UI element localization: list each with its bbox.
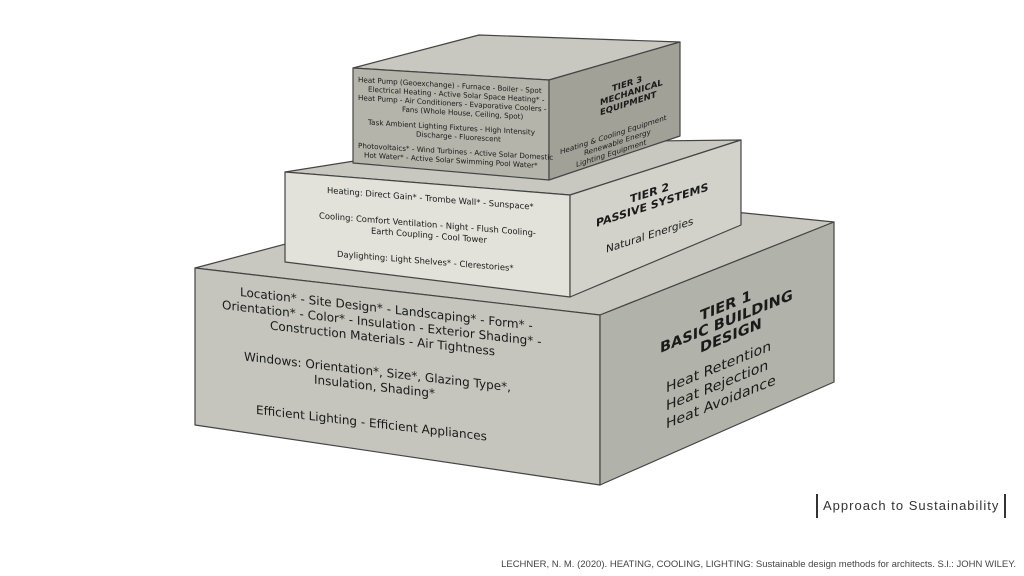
citation: LECHNER, N. M. (2020). HEATING, COOLING,…: [501, 559, 1016, 570]
tier3-side-face: [548, 41, 681, 181]
tier2-box: [284, 139, 742, 298]
slide-caption: Approach to Sustainability: [816, 494, 1007, 518]
tier1-side-face: [599, 221, 835, 486]
tier3-box: [352, 34, 681, 181]
tier2-side-face: [569, 139, 742, 298]
